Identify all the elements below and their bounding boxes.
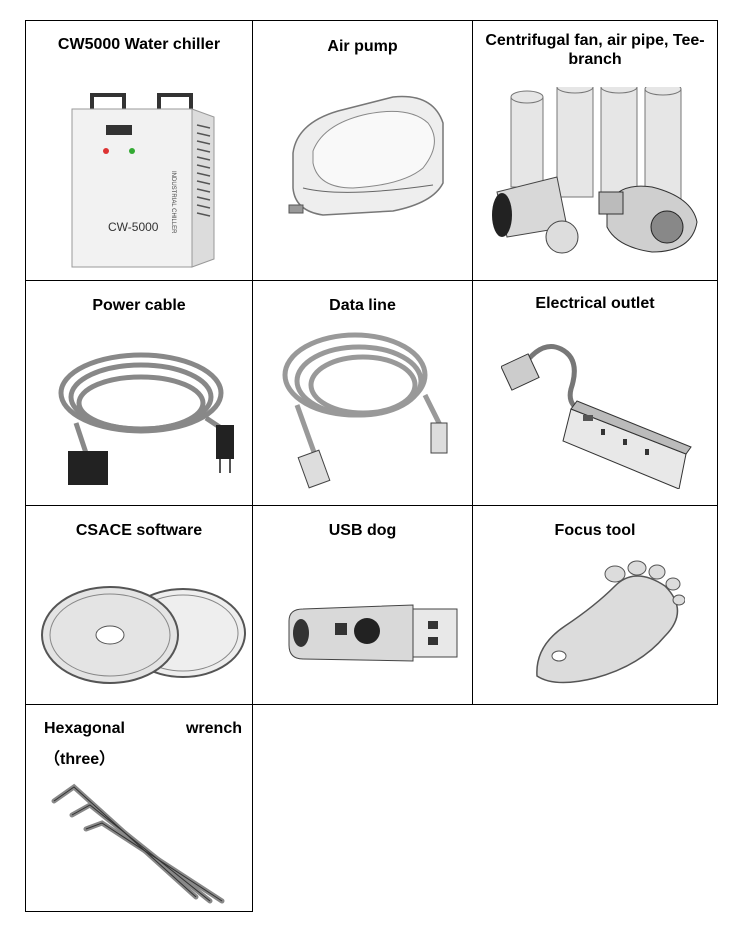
item-label: CSACE software (75, 522, 203, 539)
item-label: Air pump (327, 38, 398, 55)
item-csace-software: CSACE software (25, 505, 253, 705)
item-label: Data line (329, 297, 396, 314)
power-cable-icon (58, 352, 234, 485)
item-usb-dog: USB dog (252, 505, 473, 705)
cd-disc-icon (41, 586, 246, 684)
item-label: Centrifugal fan, air pipe, Tee-branch (485, 32, 705, 68)
item-fan-pipe-tee: Centrifugal fan, air pipe, Tee-branch (472, 20, 718, 281)
item-label-line2: （three） (44, 751, 116, 768)
air-pump-icon (288, 95, 444, 216)
item-label: Electrical outlet (535, 295, 655, 312)
item-electrical-outlet: Electrical outlet (472, 280, 718, 506)
fan-pipe-icon (492, 87, 698, 254)
item-data-line: Data line (252, 280, 473, 506)
item-label: Focus tool (554, 522, 636, 539)
focus-tool-icon (536, 560, 685, 684)
item-air-pump: Air pump (252, 20, 473, 281)
item-water-chiller: CW5000 Water chiller CW-5000 INDUSTRIAL … (25, 20, 253, 281)
item-power-cable: Power cable (25, 280, 253, 506)
usb-dongle-icon (288, 604, 458, 662)
item-label: CW5000 Water chiller (57, 36, 221, 53)
item-label: Power cable (92, 297, 186, 314)
item-label: USB dog (328, 522, 397, 539)
water-chiller-icon: CW-5000 INDUSTRIAL CHILLER (71, 93, 215, 268)
item-focus-tool: Focus tool (472, 505, 718, 705)
power-strip-icon (501, 344, 692, 489)
chiller-side-text: INDUSTRIAL CHILLER (170, 171, 176, 234)
item-hex-wrench: Hexagonal wrench （three） (25, 704, 253, 912)
hex-wrench-icon (51, 783, 225, 904)
chiller-badge: CW-5000 (108, 220, 159, 234)
item-label-line1: Hexagonal wrench (44, 720, 242, 737)
data-line-icon (282, 332, 448, 489)
